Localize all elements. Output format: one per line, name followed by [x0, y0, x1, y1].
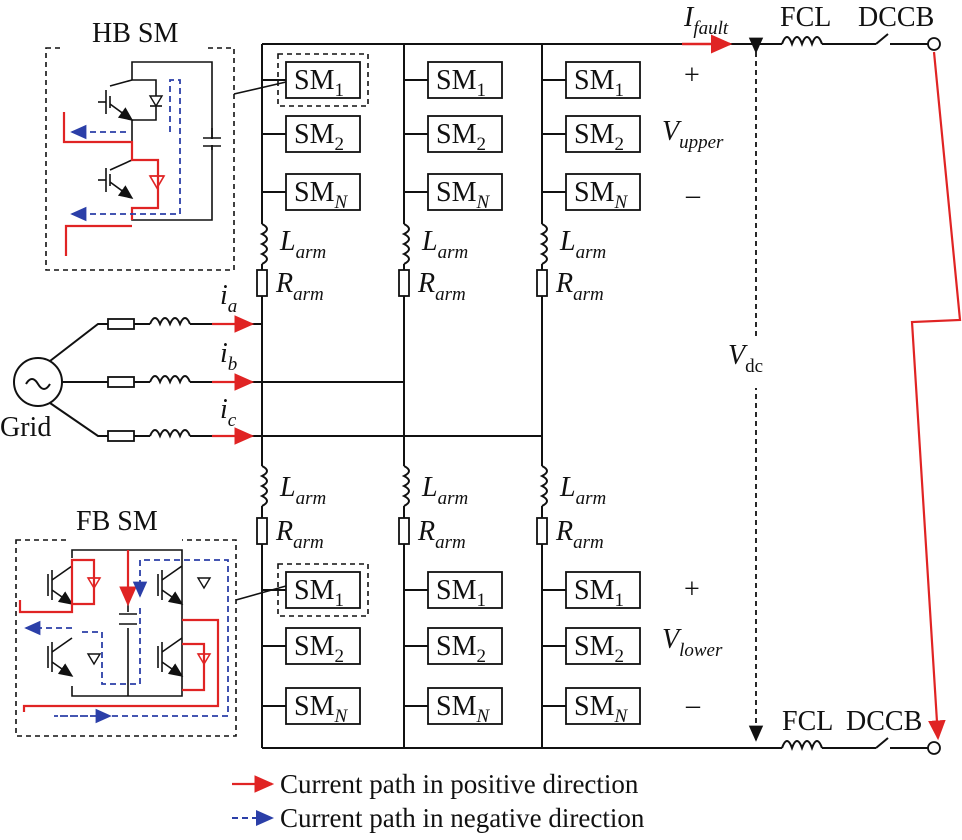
svg-text:SM2: SM2 — [574, 119, 624, 155]
dc-protection — [682, 33, 962, 755]
v-upper-plus: + — [684, 60, 700, 91]
svg-text:SM2: SM2 — [436, 119, 486, 155]
r-arm-lower-b: Rarm — [417, 516, 466, 553]
r-arm-lower-a: Rarm — [275, 516, 324, 553]
svg-text:SM2: SM2 — [436, 631, 486, 667]
ic-label: ic — [220, 394, 237, 431]
sm-lower-c-3: SMN — [565, 687, 641, 727]
dccb-top-label: DCCB — [858, 2, 934, 33]
sm-lower-b-1: SM1 — [427, 571, 503, 611]
svg-text:SMN: SMN — [574, 691, 628, 727]
labels: HB SM FB SM Grid Ifault FCL DCCB FCL DCC… — [0, 2, 934, 737]
svg-text:SMN: SMN — [294, 691, 348, 727]
sm-upper-a-1: SM1 — [285, 61, 361, 101]
fb-sm-inset — [15, 520, 237, 737]
svg-text:SM1: SM1 — [574, 575, 624, 611]
dccb-bottom-label: DCCB — [846, 706, 922, 737]
dccb-top-icon — [875, 33, 889, 45]
sm-upper-c-2: SM2 — [565, 115, 641, 155]
svg-text:SM1: SM1 — [574, 65, 624, 101]
sm-upper-b-1: SM1 — [427, 61, 503, 101]
sm-lower-c-1: SM1 — [565, 571, 641, 611]
fcl-top-icon — [781, 36, 823, 47]
ac-connections — [13, 315, 542, 445]
hb-sm-inset — [45, 32, 235, 271]
fcl-bottom-icon — [781, 740, 823, 751]
l-arm-upper-a: Larm — [279, 226, 326, 263]
v-lower-minus: – — [685, 690, 701, 721]
l-arm-lower-c: Larm — [559, 472, 606, 509]
sm-lower-a-3: SMN — [285, 687, 361, 727]
svg-text:SMN: SMN — [436, 691, 490, 727]
grid-label: Grid — [0, 412, 51, 443]
v-lower-plus: + — [684, 574, 700, 605]
ib-label: ib — [220, 338, 237, 375]
phase-legs: SM1SM2SMNLarmRarmLarmRarmSM1SM2SMNSM1SM2… — [256, 44, 641, 748]
svg-text:SM1: SM1 — [294, 65, 344, 101]
fault-path — [910, 51, 962, 741]
l-arm-lower-a: Larm — [279, 472, 326, 509]
r-arm-upper-c: Rarm — [555, 268, 604, 305]
v-upper-label: Vupper — [662, 116, 724, 153]
i-fault-label: Ifault — [683, 2, 729, 39]
fcl-top-label: FCL — [780, 2, 831, 33]
svg-text:SM1: SM1 — [436, 65, 486, 101]
sm-upper-c-3: SMN — [565, 173, 641, 213]
svg-text:SM1: SM1 — [436, 575, 486, 611]
svg-text:SMN: SMN — [574, 177, 628, 213]
ia-label: ia — [220, 280, 237, 317]
svg-text:SM1: SM1 — [294, 575, 344, 611]
r-arm-lower-c: Rarm — [555, 516, 604, 553]
sm-lower-a-1: SM1 — [285, 571, 361, 611]
sm-upper-b-3: SMN — [427, 173, 503, 213]
sm-lower-c-2: SM2 — [565, 627, 641, 667]
legend: Current path in positive direction Curre… — [232, 769, 645, 833]
sm-lower-b-2: SM2 — [427, 627, 503, 667]
fb-sm-title: FB SM — [76, 506, 158, 537]
dccb-bottom-icon — [875, 737, 889, 749]
sm-lower-a-2: SM2 — [285, 627, 361, 667]
sine-icon — [25, 378, 51, 390]
l-arm-upper-b: Larm — [421, 226, 468, 263]
svg-text:SM2: SM2 — [294, 631, 344, 667]
sm-upper-b-2: SM2 — [427, 115, 503, 155]
r-arm-upper-b: Rarm — [417, 268, 466, 305]
l-arm-upper-c: Larm — [559, 226, 606, 263]
voltage-annotations — [720, 37, 800, 742]
hb-sm-title: HB SM — [92, 18, 178, 49]
l-arm-lower-b: Larm — [421, 472, 468, 509]
v-lower-label: Vlower — [662, 624, 723, 661]
r-arm-upper-a: Rarm — [275, 268, 324, 305]
svg-text:SM2: SM2 — [574, 631, 624, 667]
grid-source-icon — [13, 357, 63, 407]
sm-upper-a-3: SMN — [285, 173, 361, 213]
sm-lower-b-3: SMN — [427, 687, 503, 727]
legend-negative-label: Current path in negative direction — [280, 803, 645, 833]
svg-text:SM2: SM2 — [294, 119, 344, 155]
svg-text:SMN: SMN — [294, 177, 348, 213]
legend-positive-label: Current path in positive direction — [280, 769, 639, 799]
sm-upper-c-1: SM1 — [565, 61, 641, 101]
sm-upper-a-2: SM2 — [285, 115, 361, 155]
fcl-bottom-label: FCL — [782, 706, 833, 737]
svg-text:SMN: SMN — [436, 177, 490, 213]
v-dc-label: Vdc — [728, 340, 763, 377]
v-upper-minus: – — [685, 180, 701, 211]
